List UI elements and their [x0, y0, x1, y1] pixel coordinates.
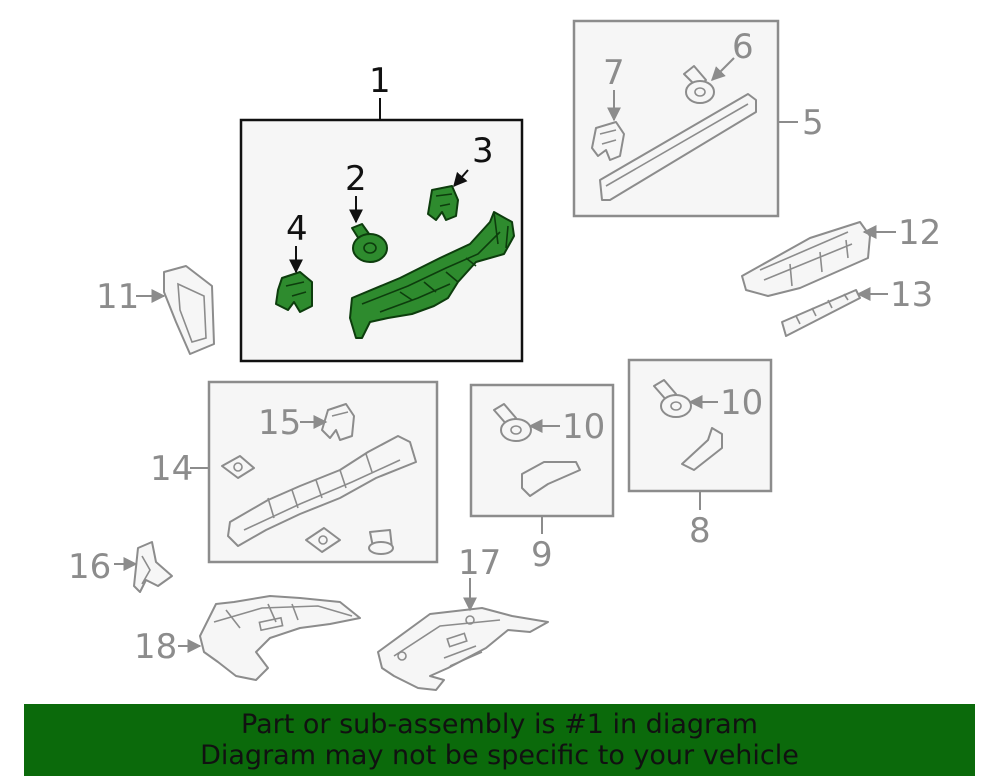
- group-8-frame: [627, 358, 773, 493]
- callout-16[interactable]: 16: [68, 547, 111, 587]
- footer-line-1: Part or sub-assembly is #1 in diagram: [241, 709, 758, 740]
- callout-6[interactable]: 6: [732, 27, 754, 67]
- part-10-pin-a[interactable]: [493, 403, 532, 442]
- part-18-panel[interactable]: [199, 595, 361, 681]
- part-15-clip[interactable]: [321, 403, 355, 441]
- callout-17[interactable]: 17: [458, 543, 501, 583]
- part-2-push-pin[interactable]: [351, 223, 388, 263]
- callout-10-b[interactable]: 10: [720, 383, 763, 423]
- part-14-nut-a[interactable]: [221, 455, 255, 479]
- part-16-bracket[interactable]: [133, 541, 173, 593]
- part-6-push-pin[interactable]: [683, 65, 715, 104]
- callout-10-a[interactable]: 10: [562, 407, 605, 447]
- callout-2[interactable]: 2: [345, 159, 367, 199]
- callout-9[interactable]: 9: [531, 535, 553, 575]
- callout-15[interactable]: 15: [258, 403, 301, 443]
- parts-diagram: 1 2 3 4 5 6: [68, 19, 941, 691]
- footer-banner: Part or sub-assembly is #1 in diagram Di…: [24, 704, 975, 776]
- callout-7[interactable]: 7: [603, 53, 625, 93]
- callout-13[interactable]: 13: [890, 275, 933, 315]
- part-4-bracket[interactable]: [275, 271, 313, 313]
- part-9-bracket[interactable]: [521, 461, 581, 497]
- part-11-bracket[interactable]: [163, 265, 215, 355]
- part-3-clip[interactable]: [427, 185, 459, 221]
- callout-1[interactable]: 1: [369, 61, 391, 101]
- part-1-reinforcement[interactable]: [349, 211, 515, 339]
- part-14-reinforcement[interactable]: [227, 435, 417, 547]
- part-13-strip[interactable]: [781, 289, 861, 337]
- callout-8[interactable]: 8: [689, 511, 711, 551]
- callout-3[interactable]: 3: [472, 131, 494, 171]
- part-12-duct[interactable]: [741, 221, 871, 297]
- callout-11[interactable]: 11: [96, 277, 139, 317]
- part-14-nut-b[interactable]: [305, 527, 341, 553]
- callout-14[interactable]: 14: [150, 449, 193, 489]
- part-17-panel[interactable]: [377, 607, 549, 691]
- callout-12[interactable]: 12: [898, 213, 941, 253]
- callout-4[interactable]: 4: [286, 209, 308, 249]
- part-5-moulding[interactable]: [599, 93, 757, 201]
- part-14-bolt[interactable]: [368, 529, 394, 555]
- part-8-bracket[interactable]: [681, 427, 723, 471]
- callout-5[interactable]: 5: [802, 103, 824, 143]
- group-9-frame: [469, 383, 615, 518]
- callout-18[interactable]: 18: [134, 627, 177, 667]
- part-7-clip[interactable]: [591, 121, 625, 161]
- footer-line-2: Diagram may not be specific to your vehi…: [200, 740, 799, 771]
